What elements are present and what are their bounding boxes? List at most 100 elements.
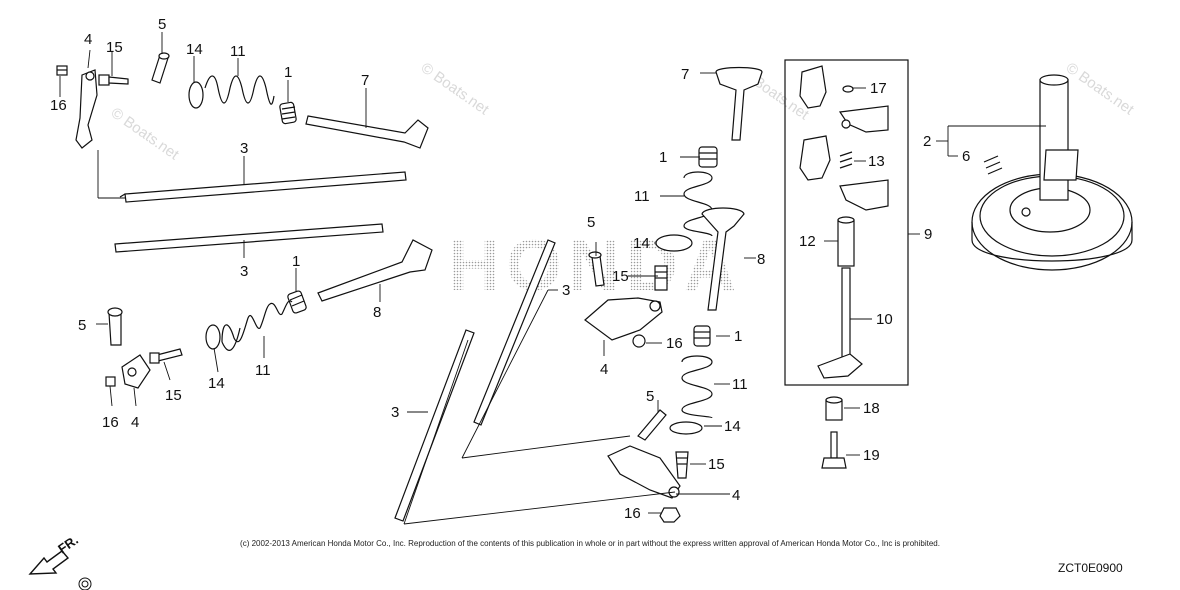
weight-part-upper: [799, 65, 889, 133]
callout: 3: [240, 140, 248, 157]
boats-watermarks: © Boats.net © Boats.net © Boats.net © Bo…: [108, 59, 1138, 163]
bolt-19: [821, 431, 847, 469]
callout: 11: [255, 362, 271, 379]
retainer-14-center-lower: [669, 421, 703, 435]
callout: 13: [868, 153, 885, 170]
callout: 11: [634, 188, 650, 205]
callout: 11: [230, 43, 246, 60]
svg-text:© Boats.net: © Boats.net: [108, 104, 183, 163]
pushrod-3-lower-long: [394, 329, 475, 522]
pushrod-3-upper: [119, 171, 407, 203]
pivot-pin-5-upper-left: [151, 52, 170, 84]
callout: 7: [681, 66, 689, 83]
bolt-15-lower-left: [149, 348, 183, 364]
callout: 4: [131, 414, 139, 431]
valve-8-left: [317, 239, 433, 302]
callout: 16: [102, 414, 119, 431]
callout: 17: [870, 80, 887, 97]
rocker-arm-upper-left: [75, 69, 98, 149]
weight-part-lower: [799, 135, 889, 211]
retainer-14-left: [205, 324, 221, 350]
callout: 5: [78, 317, 86, 334]
spring-6: [983, 155, 1003, 175]
bolt-15-lower-center: [675, 451, 689, 479]
shaft-10: [817, 267, 863, 379]
callout: 5: [587, 214, 595, 231]
spring-13: [839, 151, 853, 169]
valve-spring-11-left: [221, 300, 293, 351]
copyright-notice: (c) 2002-2013 American Honda Motor Co., …: [240, 539, 940, 548]
callout: 14: [208, 375, 225, 392]
valve-spring-11-center-lower: [681, 355, 713, 419]
clip-17: [842, 85, 854, 93]
callout: 4: [600, 361, 608, 378]
callout: 5: [646, 388, 654, 405]
callout: 12: [799, 233, 816, 250]
callout: 15: [612, 268, 629, 285]
callout: 7: [361, 72, 369, 89]
callout: 14: [186, 41, 203, 58]
callout: 11: [732, 376, 748, 393]
rocker-arm-center: [584, 297, 663, 341]
callout: 3: [391, 404, 399, 421]
callout: 16: [50, 97, 67, 114]
part-9-group-box: [784, 59, 909, 386]
callout: 5: [158, 16, 166, 33]
callout-labels: 1 1 1 1 2 3 3 3 3 4 4 4 4 5 5 5 5 6 7 7 …: [50, 16, 970, 522]
rocker-arm-lower-center: [607, 445, 681, 499]
callout: 4: [732, 487, 740, 504]
callout: 1: [284, 64, 292, 81]
keeper-1-upper-left: [279, 101, 297, 125]
nut-16-lower-center: [659, 507, 681, 523]
retainer-14-upper-left: [188, 81, 204, 109]
callout: 1: [734, 328, 742, 345]
callout: 8: [373, 304, 381, 321]
copyright-icon: [78, 577, 92, 590]
collar-12: [837, 216, 855, 267]
pivot-pin-5-center: [588, 251, 605, 287]
valve-7-upper-left: [305, 115, 429, 149]
callout: 4: [84, 31, 92, 48]
pushrod-3-middle: [114, 223, 384, 253]
callout: 9: [924, 226, 932, 243]
svg-text:© Boats.net: © Boats.net: [418, 59, 493, 118]
keeper-1-center-mid: [693, 325, 711, 347]
valve-8-center: [701, 207, 745, 311]
callout: 1: [292, 253, 300, 270]
pivot-pin-5-lower-left: [107, 307, 123, 346]
bolt-15-upper-left: [98, 74, 129, 86]
callout: 8: [757, 251, 765, 268]
valve-spring-11-upper-left: [204, 75, 275, 105]
leader-lines: [59, 32, 1046, 525]
collar-18: [825, 396, 843, 421]
rocker-arm-lower-left: [121, 354, 151, 389]
callout: 1: [659, 149, 667, 166]
valve-7-center: [715, 66, 763, 141]
callout: 15: [708, 456, 725, 473]
callout: 6: [962, 148, 970, 165]
callout: 19: [863, 447, 880, 464]
callout: 10: [876, 311, 893, 328]
callout: 18: [863, 400, 880, 417]
retainer-14-center: [655, 234, 693, 252]
camshaft-gear-2: [971, 74, 1133, 271]
diagram-code: ZCT0E0900: [1058, 561, 1123, 575]
svg-text:© Boats.net: © Boats.net: [1063, 59, 1138, 118]
callout: 16: [624, 505, 641, 522]
nut-16-lower-left: [105, 376, 116, 387]
callout: 16: [666, 335, 683, 352]
pushrod-3-center-tall: [473, 239, 556, 426]
valve-spring-11-center-top: [683, 171, 713, 237]
callout: 15: [165, 387, 182, 404]
bolt-15-center: [654, 265, 668, 291]
callout: 3: [562, 282, 570, 299]
nut-16-upper-left: [56, 65, 68, 76]
callout: 2: [923, 133, 931, 150]
callout: 3: [240, 263, 248, 280]
pivot-pin-5-lower-center: [637, 409, 667, 441]
keeper-1-left: [287, 290, 307, 314]
callout: 15: [106, 39, 123, 56]
nut-16-center: [632, 334, 646, 348]
keeper-1-center-top: [698, 146, 718, 168]
